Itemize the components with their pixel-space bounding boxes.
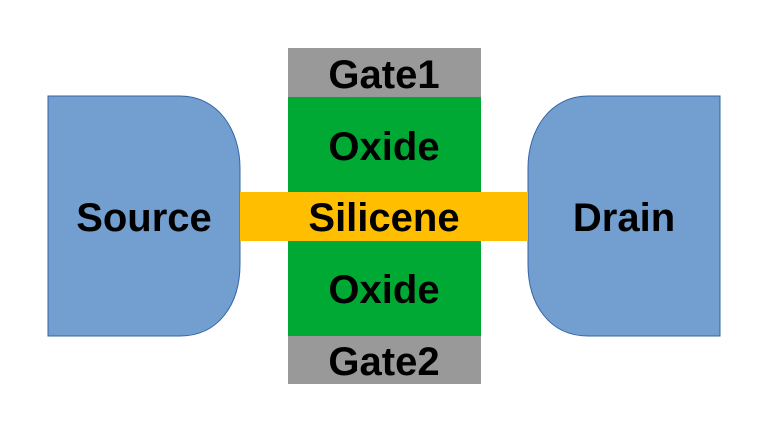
gate-bottom-block [288, 336, 481, 384]
oxide-bottom-block [288, 241, 481, 336]
gate-bottom-label: Gate2 [328, 340, 439, 384]
oxide-top-block [288, 97, 481, 192]
source-contact-shape [47, 95, 241, 337]
gate-top-block [288, 48, 481, 97]
oxide-top-label: Oxide [328, 125, 439, 169]
channel-block [240, 192, 528, 241]
gate-top-label: Gate1 [328, 53, 439, 97]
drain-label: Drain [573, 196, 675, 240]
oxide-bottom-label: Oxide [328, 268, 439, 312]
channel-label: Silicene [308, 196, 459, 240]
drain-contact-shape [527, 95, 721, 337]
source-label: Source [76, 196, 212, 240]
